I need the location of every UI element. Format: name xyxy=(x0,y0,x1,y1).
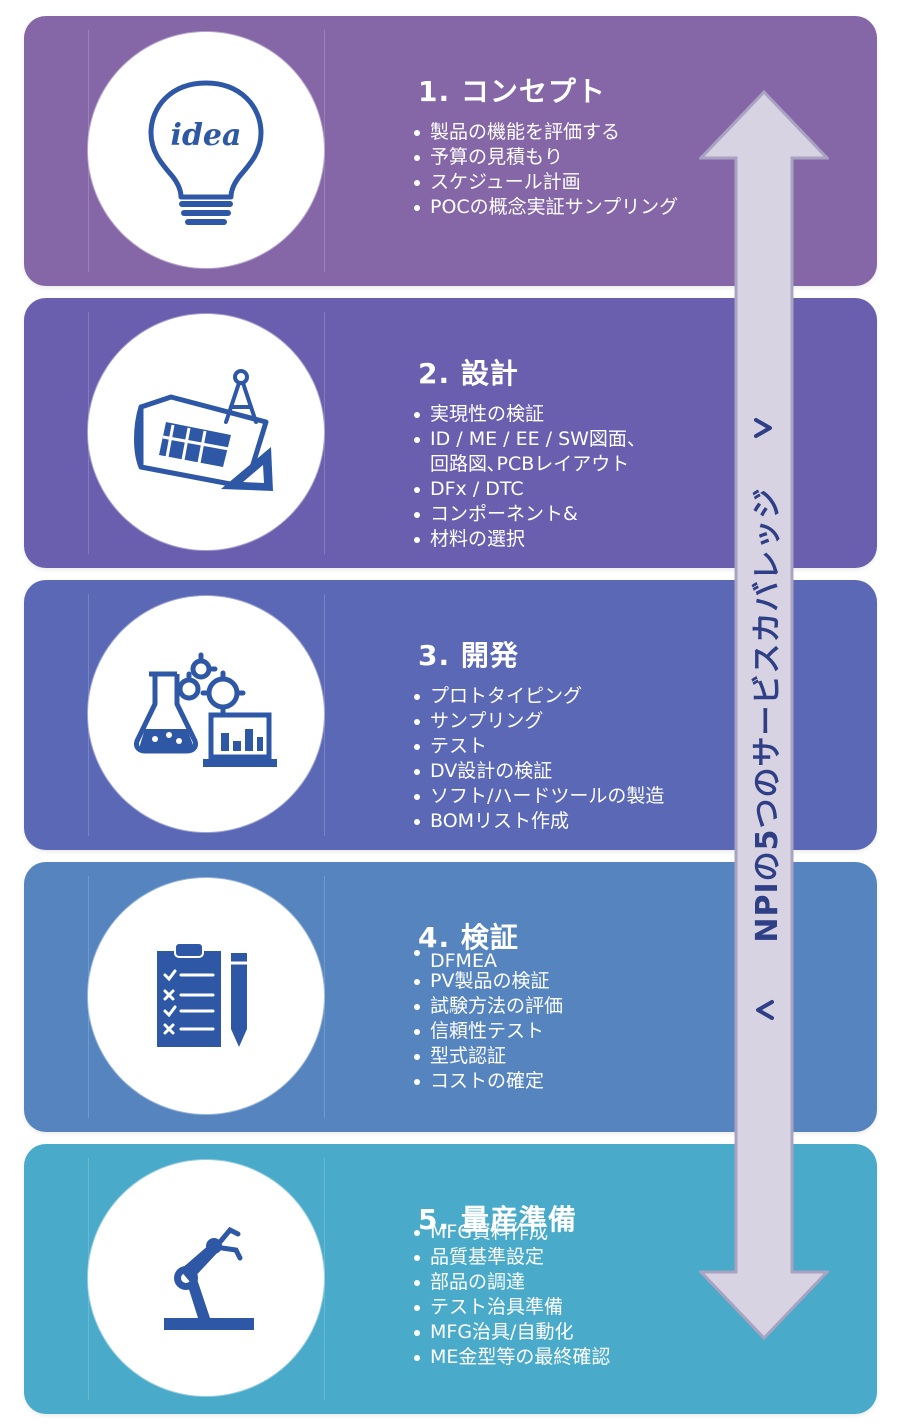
list-item: ME金型等の最終確認 xyxy=(412,1345,610,1370)
list-item: テスト治具準備 xyxy=(412,1295,610,1320)
list-item: DFx / DTC xyxy=(412,477,646,502)
list-item: PV製品の検証 xyxy=(412,969,563,994)
list-item: 予算の見積もり xyxy=(412,145,678,170)
list-item: 試験方法の評価 xyxy=(412,994,563,1019)
list-item: 材料の選択 xyxy=(412,527,646,552)
stage-title: 4. 検証 xyxy=(418,921,519,954)
blueprint-compass-icon xyxy=(134,369,273,491)
stage-items: 製品の機能を評価する 予算の見積もり スケジュール計画 POCの概念実証サンプリ… xyxy=(412,120,678,220)
chevron-right-icon xyxy=(754,418,772,438)
icon-circle xyxy=(88,1160,324,1396)
stage-items: プロトタイピング サンプリング テスト DV設計の検証 ソフト/ハードツールの製… xyxy=(412,684,664,834)
list-item: コストの確定 xyxy=(412,1069,563,1094)
icon-circle: idea xyxy=(88,32,324,268)
list-item: DFMEA xyxy=(412,940,563,972)
stage-title: 1. コンセプト xyxy=(418,75,606,108)
list-item: 製品の機能を評価する xyxy=(412,120,678,145)
list-item: DV設計の検証 xyxy=(412,759,664,784)
stage-items: 実現性の検証 ID / ME / EE / SW図面、 回路図､PCBレイアウト… xyxy=(412,402,646,552)
list-item: プロトタイピング xyxy=(412,684,664,709)
arrow-label: NPIの5つのサービスカバレッジ xyxy=(750,487,785,943)
list-item: テスト xyxy=(412,734,664,759)
divider-right xyxy=(324,594,325,836)
list-item: 部品の調達 xyxy=(412,1270,610,1295)
lightbulb-idea-icon: idea xyxy=(148,80,264,225)
svg-text:idea: idea xyxy=(171,118,242,153)
icon-circle xyxy=(88,596,324,832)
list-item: スケジュール計画 xyxy=(412,170,678,195)
list-item: POCの概念実証サンプリング xyxy=(412,195,678,220)
list-item: 型式認証 xyxy=(412,1044,563,1069)
list-item: MFG資料作成 xyxy=(412,1220,610,1245)
stage-items: DFMEA PV製品の検証 試験方法の評価 信頼性テスト 型式認証 コストの確定 xyxy=(412,940,563,1094)
stage-title: 5. 量産準備 xyxy=(418,1203,577,1236)
list-item: 回路図､PCBレイアウト xyxy=(430,453,630,475)
list-item: 品質基準設定 xyxy=(412,1245,610,1270)
divider-right xyxy=(324,30,325,272)
flask-gears-laptop-icon xyxy=(134,652,277,767)
robot-arm-icon xyxy=(164,1226,254,1330)
chevron-left-icon xyxy=(756,1000,774,1020)
icon-circle xyxy=(88,878,324,1114)
double-arrow xyxy=(699,90,829,1340)
list-item: ID / ME / EE / SW図面、 xyxy=(412,427,646,452)
list-item: MFG治具/自動化 xyxy=(412,1320,610,1345)
stage-items: MFG資料作成 品質基準設定 部品の調達 テスト治具準備 MFG治具/自動化 M… xyxy=(412,1220,610,1370)
stage-title: 3. 開発 xyxy=(418,639,519,672)
list-item: ソフト/ハードツールの製造 xyxy=(412,784,664,809)
divider-right xyxy=(324,876,325,1118)
divider-right xyxy=(324,312,325,554)
icon-circle xyxy=(88,314,324,550)
list-item: BOMリスト作成 xyxy=(412,809,664,834)
list-item: 実現性の検証 xyxy=(412,402,646,427)
divider-right xyxy=(324,1158,325,1400)
stage-title: 2. 設計 xyxy=(418,357,519,390)
list-item: コンポーネント& xyxy=(412,502,646,527)
list-item: 信頼性テスト xyxy=(412,1019,563,1044)
list-item: サンプリング xyxy=(412,709,664,734)
checklist-pencil-icon xyxy=(157,942,247,1047)
